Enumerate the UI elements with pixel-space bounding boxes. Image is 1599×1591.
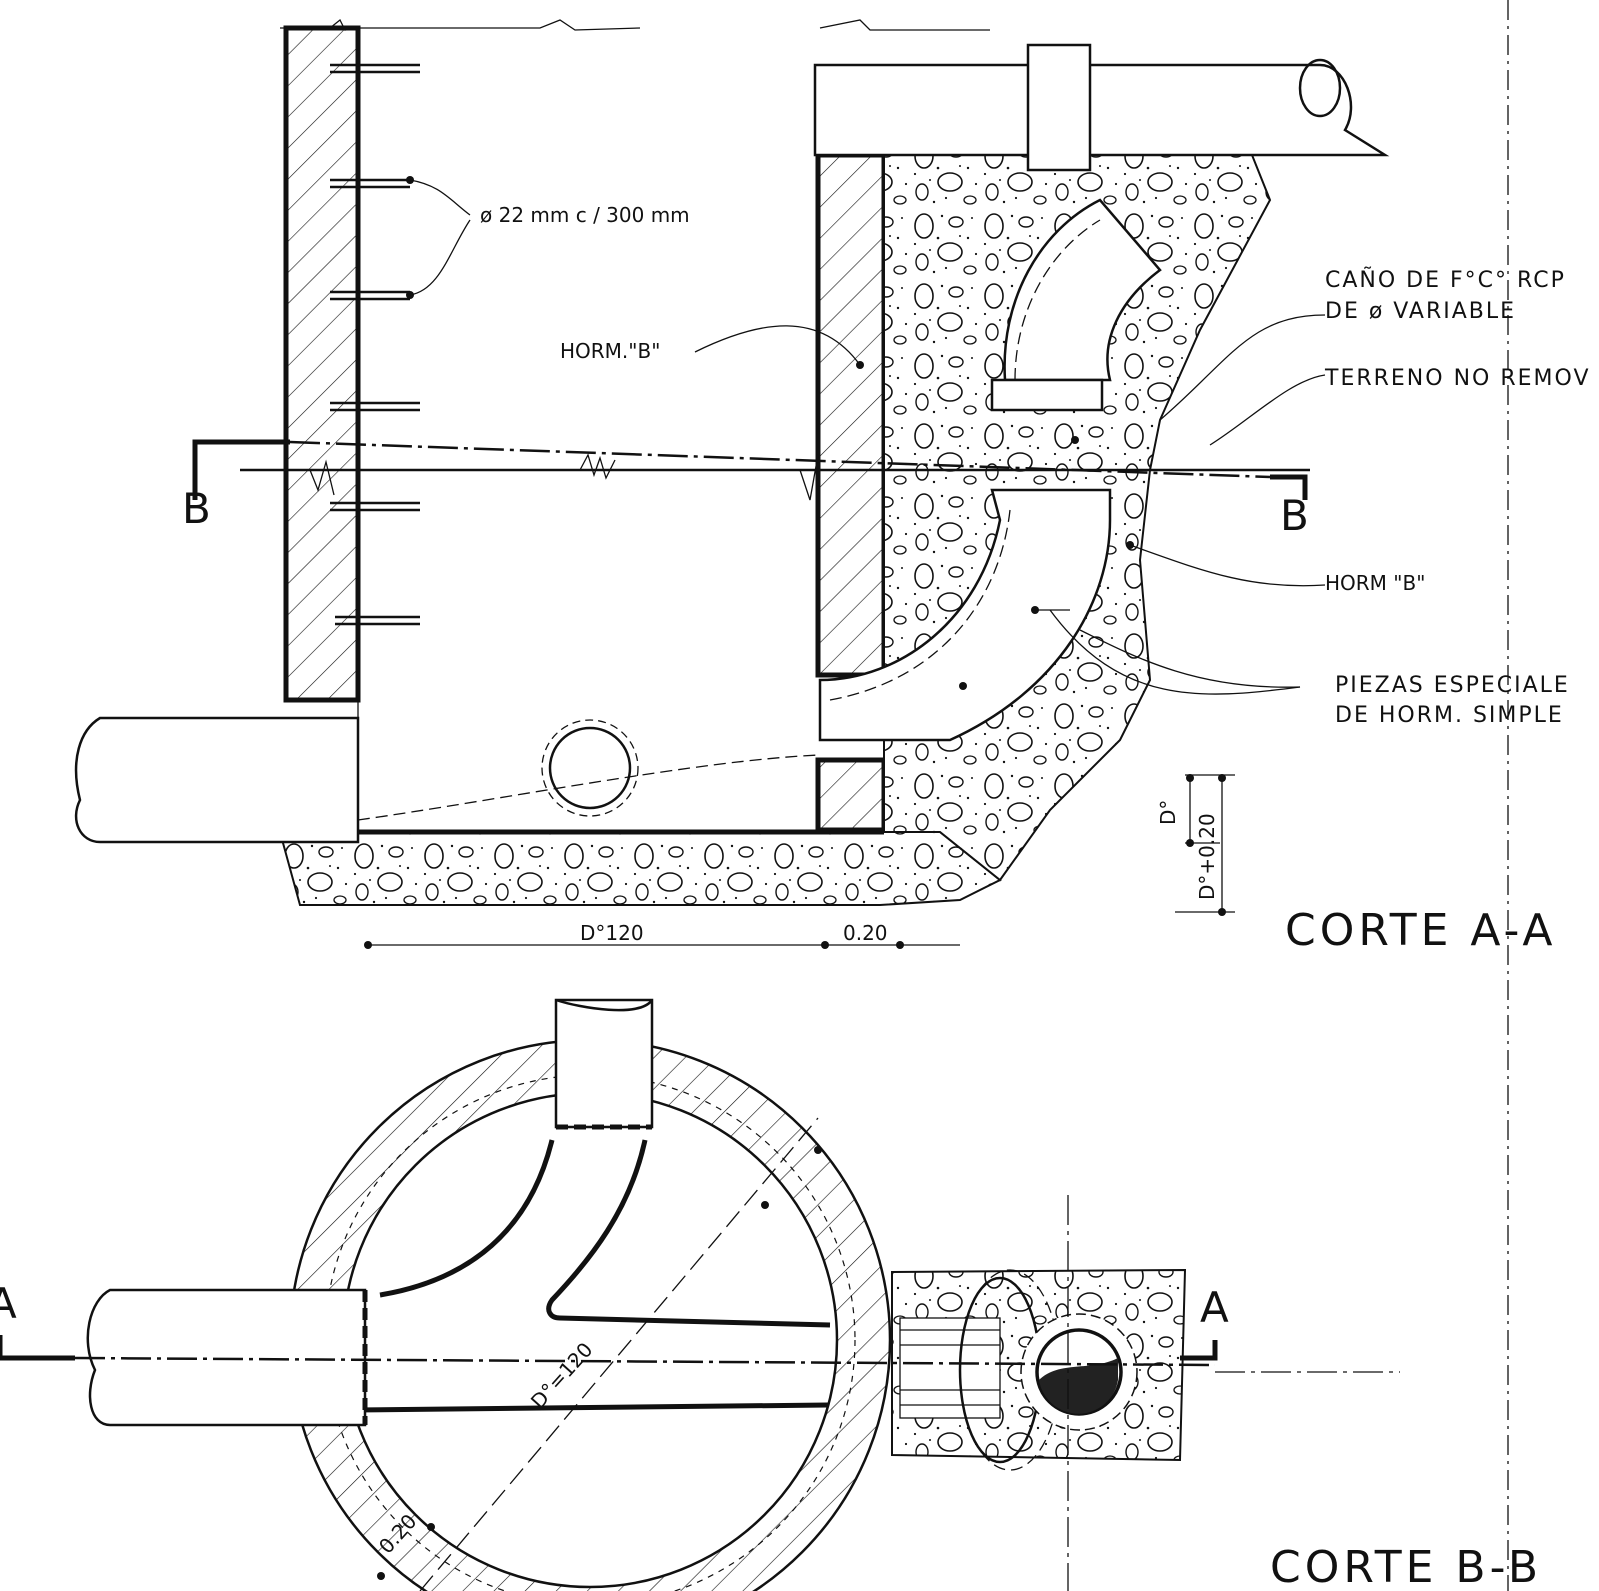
terrain-label: TERRENO NO REMOV [1324, 366, 1591, 391]
outlet-pipe [74, 716, 360, 844]
right-wall [815, 152, 887, 678]
horm-b-right-label: HORM "B" [1325, 571, 1425, 595]
dim-inner-a: D°120 [580, 921, 644, 945]
pipe-label-line1: CAÑO DE F°C° RCP [1325, 266, 1566, 293]
pipe-opening [548, 726, 632, 810]
drop-pipe [1003, 198, 1162, 382]
piezas-label-line1: PIEZAS ESPECIALE [1335, 673, 1570, 698]
cut-b-left-label: B [182, 484, 211, 533]
dim-pipe-d-plus: D°+0.20 [1195, 813, 1219, 900]
dim-pipe-d: D° [1156, 800, 1180, 825]
left-outlet-pipe [86, 1288, 367, 1427]
rebar-label: ø 22 mm c / 300 mm [480, 203, 690, 227]
dimensions-a [364, 774, 1235, 949]
pipe-label-line2: DE ø VARIABLE [1325, 299, 1516, 324]
manhole-inner-ring [341, 1091, 839, 1589]
right-wall-lower [815, 757, 887, 833]
section-b-title: CORTE B-B [1270, 1542, 1542, 1591]
dim-wall-a: 0.20 [843, 921, 888, 945]
drop-pipe-lower [818, 488, 1112, 742]
top-pipe-stub [554, 998, 654, 1129]
inlet-pipe [813, 63, 1390, 157]
cut-a-right-label: A [1200, 1283, 1229, 1332]
pipe-collar [1026, 43, 1092, 172]
pipe-joint-upper [990, 378, 1104, 412]
horm-b-wall-label: HORM."B" [560, 339, 660, 363]
section-a-title: CORTE A-A [1285, 905, 1557, 956]
cut-a-left-label: A [0, 1279, 17, 1328]
section-a-a: ø 22 mm c / 300 mm HORM."B" CAÑO DE F°C°… [74, 18, 1591, 956]
left-wall [283, 25, 361, 703]
leaders-a [694, 314, 1326, 695]
piezas-label-line2: DE HORM. SIMPLE [1335, 703, 1564, 728]
base-slab [278, 831, 1002, 906]
cut-b-right-label: B [1280, 491, 1309, 540]
cut-line-b [192, 439, 1310, 501]
rebar-steps [330, 63, 471, 626]
section-b-b: D°=120 0.20 A A CORTE B-B [0, 0, 1542, 1591]
